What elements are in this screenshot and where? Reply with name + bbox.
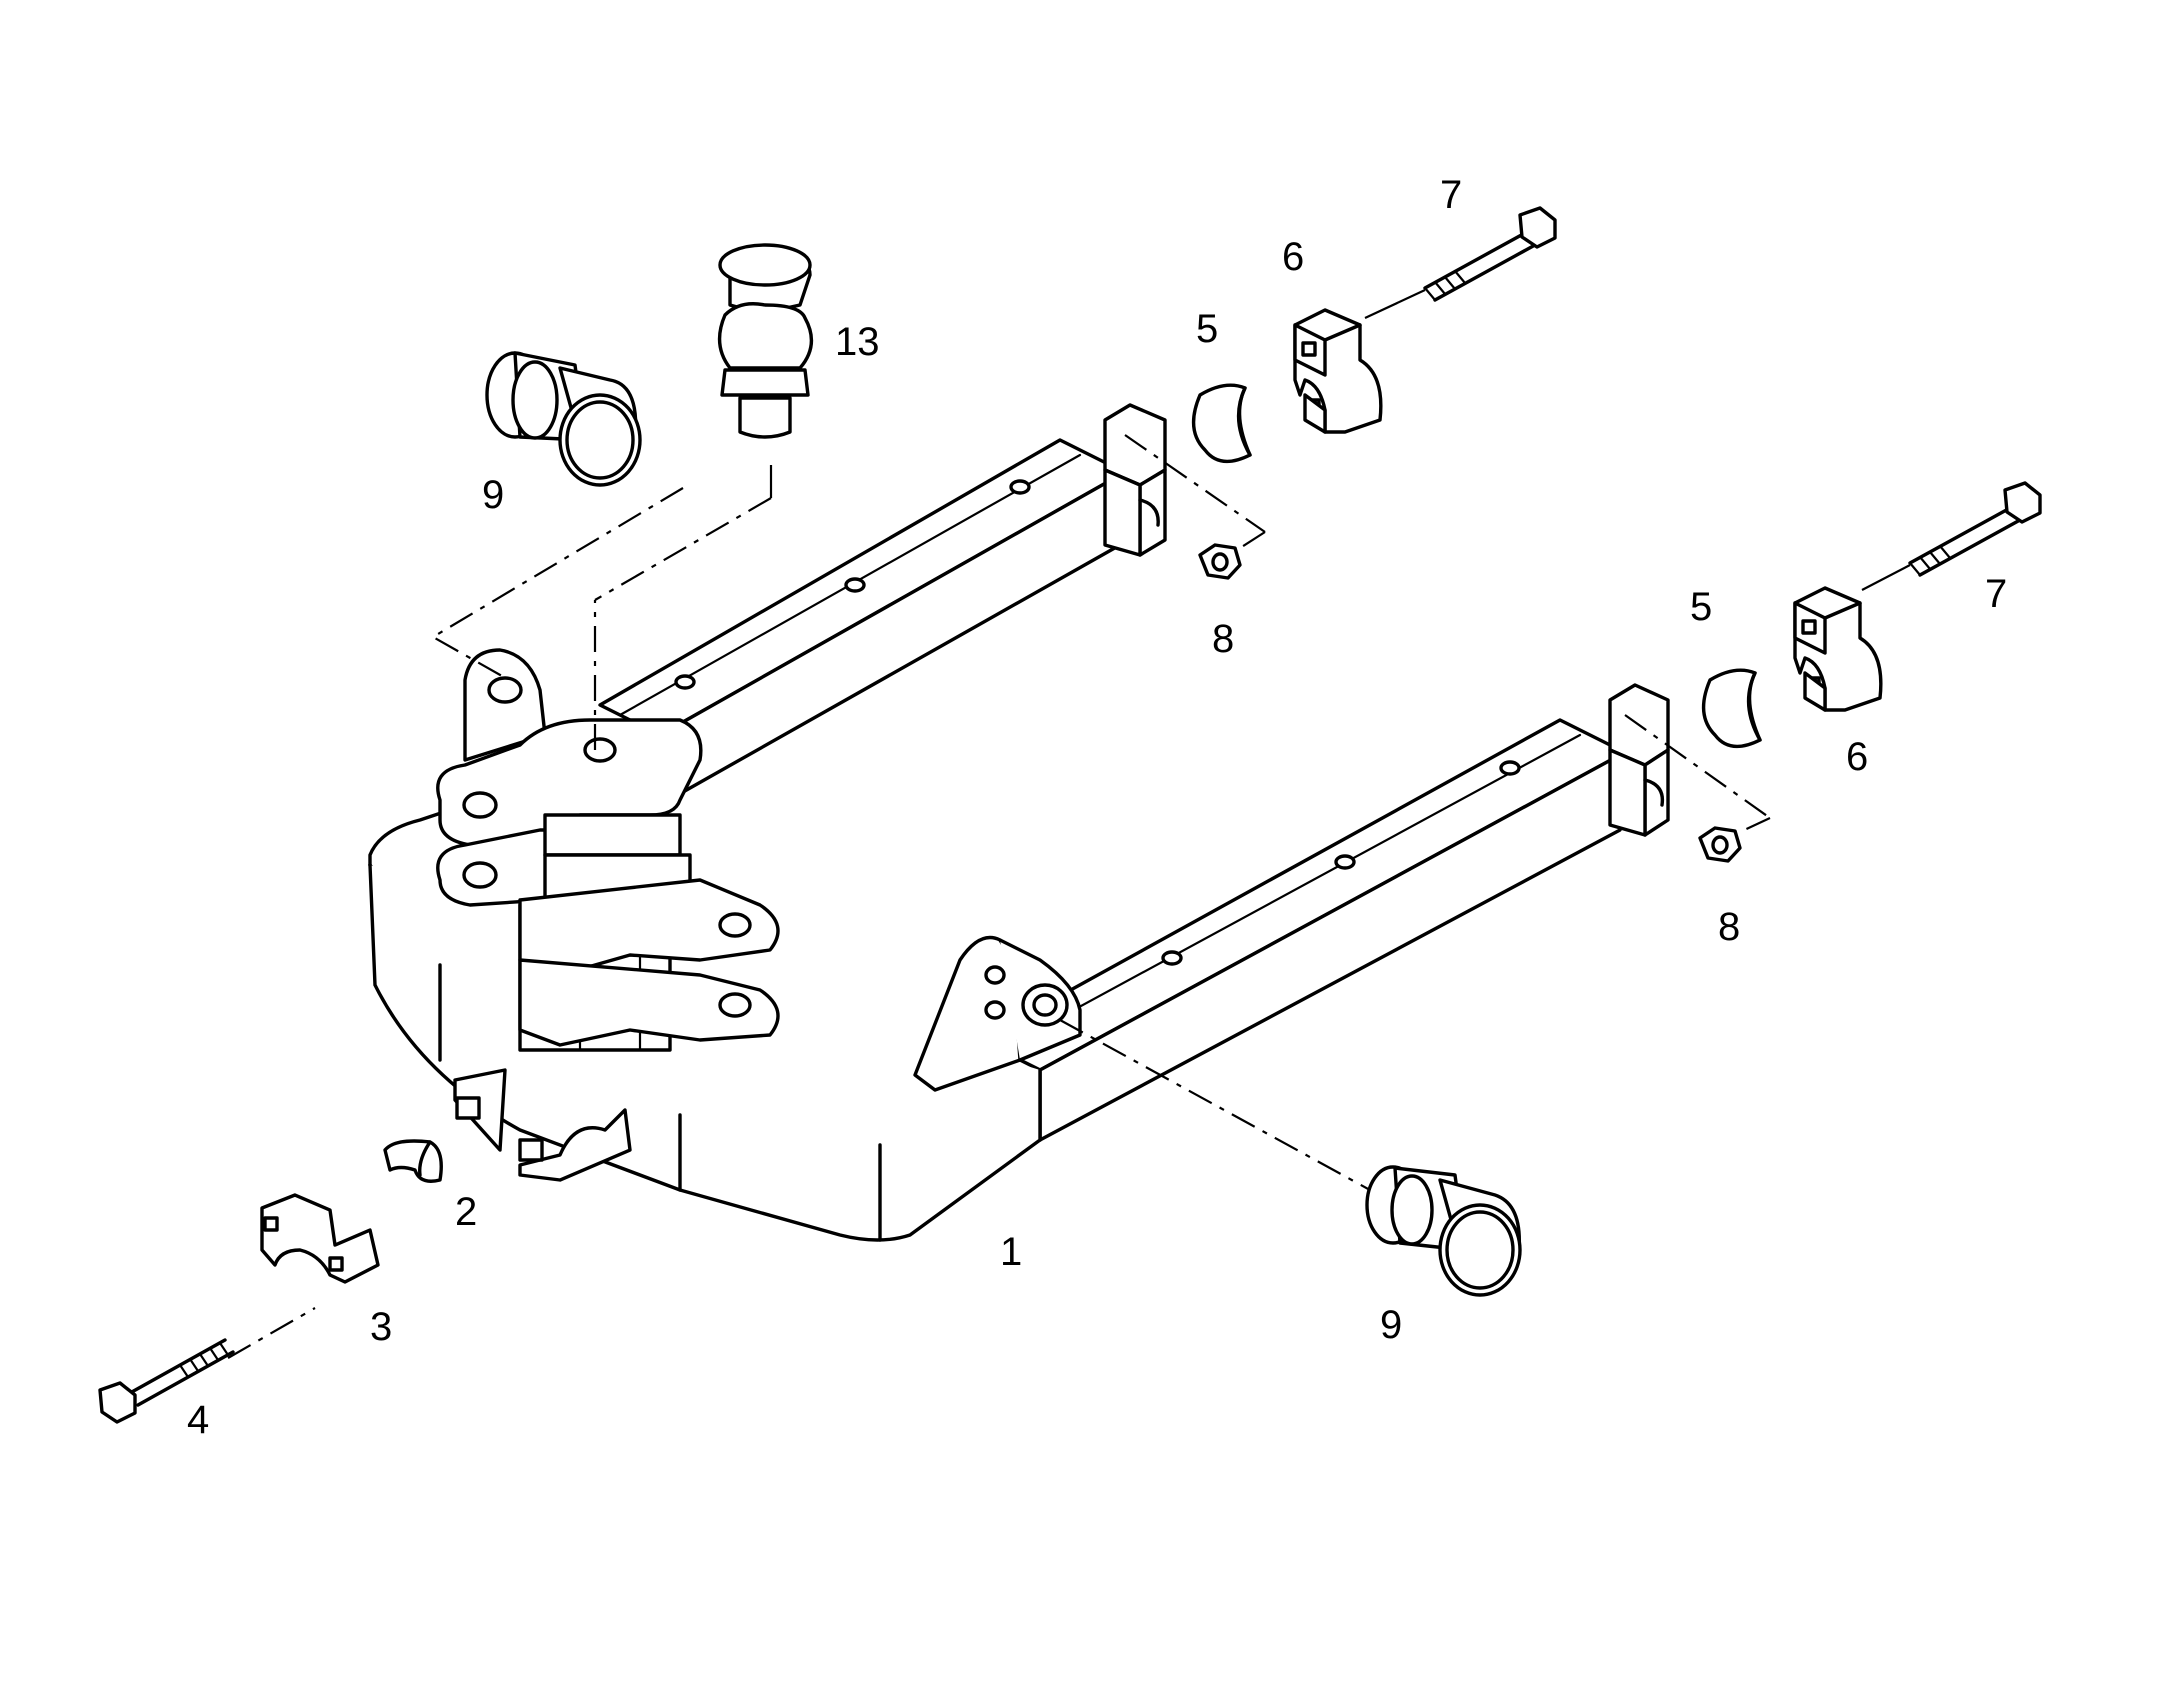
bolt-4 [98,1338,235,1424]
bearing-cap-6-top [1293,308,1383,434]
callout-7-top: 7 [1440,173,1462,217]
nut-8-right [1698,826,1742,863]
callout-4: 4 [187,1398,209,1442]
callout-6-top: 6 [1282,235,1304,279]
callout-7-right: 7 [1985,572,2007,616]
callout-5-right: 5 [1690,585,1712,629]
bearing-cap-6-right [1793,586,1883,712]
bushing-9-left [485,351,642,487]
bushing-13 [717,243,814,439]
bushing-9-bottom [1365,1165,1522,1297]
callout-9-left: 9 [482,473,504,517]
bearing-shell-5-right [1701,668,1762,749]
callout-labels: 1 2 3 4 5 6 7 8 5 6 7 8 9 9 13 [187,173,2007,1442]
callout-9-bottom: 9 [1380,1303,1402,1347]
bearing-cap-3 [260,1193,380,1284]
callout-5-top: 5 [1196,307,1218,351]
bolt-7-right [1861,481,2042,591]
front-support-frame [368,403,1670,1242]
callout-13: 13 [835,320,880,364]
callout-8-top: 8 [1212,617,1234,661]
assembly-lines [227,434,1771,1359]
bearing-shell-5-top [1191,383,1252,464]
callout-3: 3 [370,1305,392,1349]
bolt-7-top [1364,206,1557,319]
callout-8-right: 8 [1718,905,1740,949]
callout-2: 2 [455,1190,477,1234]
nut-8-top [1198,543,1242,580]
callout-1: 1 [1000,1230,1022,1274]
bearing-shell-2 [383,1139,443,1183]
callout-6-right: 6 [1846,735,1868,779]
